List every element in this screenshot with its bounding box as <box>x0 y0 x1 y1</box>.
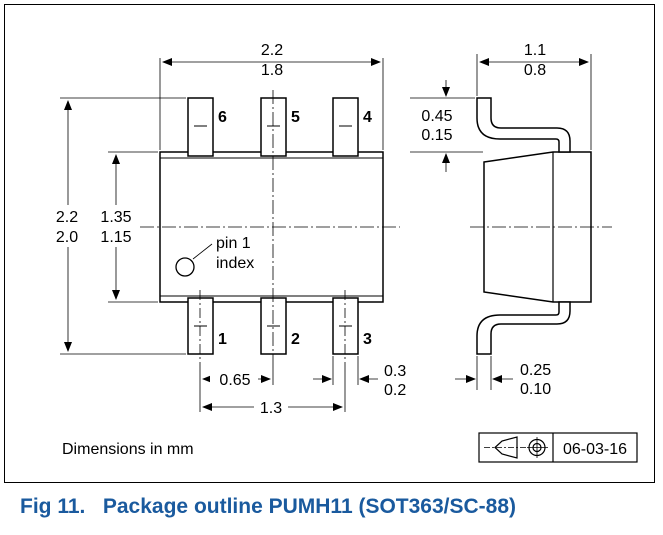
dim-height-min: 0.8 <box>524 62 546 79</box>
figure-label: Fig 11. <box>20 495 86 518</box>
side-lead-bottom <box>476 301 571 355</box>
date-code: 06-03-16 <box>563 441 627 458</box>
dim-body-length-min: 1.8 <box>261 62 283 79</box>
dim-thickness-max: 0.25 <box>520 362 551 379</box>
dim-height-max: 1.1 <box>524 42 546 59</box>
dim-foot-max: 0.45 <box>421 108 452 125</box>
pin-number-2: 2 <box>291 331 300 348</box>
pin1-index-label-line2: index <box>216 255 254 272</box>
pin1-index-leader <box>192 243 213 260</box>
dim-pitch-value: 0.65 <box>219 372 250 389</box>
dim-overall-width-min: 2.0 <box>56 229 78 246</box>
lead-5 <box>260 97 287 157</box>
dim-thickness-min: 0.10 <box>520 381 551 398</box>
lead-4 <box>332 97 359 157</box>
units-note: Dimensions in mm <box>62 441 194 458</box>
pin-number-6: 6 <box>218 109 227 126</box>
pin-number-1: 1 <box>218 331 227 348</box>
lead-6 <box>187 97 214 157</box>
dim-lead-width-min: 0.2 <box>384 382 406 399</box>
figure-title: Package outline PUMH11 (SOT363/SC-88) <box>102 495 517 518</box>
dim-body-width-min: 1.15 <box>100 229 131 246</box>
dim-body-length-max: 2.2 <box>261 42 283 59</box>
dim-overall-width-max: 2.2 <box>56 209 78 226</box>
side-lead-top <box>476 97 571 153</box>
figure-caption: Fig 11. Package outline PUMH11 (SOT363/S… <box>20 495 516 519</box>
projection-symbol-icon <box>484 436 548 459</box>
pin-number-5: 5 <box>291 109 300 126</box>
projection-box: 06-03-16 <box>478 432 638 463</box>
pin1-index-dot <box>175 257 195 277</box>
pin1-index-label-line1: pin 1 <box>216 235 251 252</box>
pin-number-4: 4 <box>363 109 372 126</box>
dim-lead-width-max: 0.3 <box>384 363 406 380</box>
side-view: 1.1 0.8 0.45 0.15 0.25 0.10 <box>410 42 612 398</box>
dim-outer-pitch-value: 1.3 <box>260 400 282 417</box>
top-view: pin 1 index 6 5 4 1 2 3 2.2 1.8 2.2 2.0 … <box>56 42 406 417</box>
dim-body-width-max: 1.35 <box>100 209 131 226</box>
dim-foot-min: 0.15 <box>421 127 452 144</box>
pin-number-3: 3 <box>363 331 372 348</box>
